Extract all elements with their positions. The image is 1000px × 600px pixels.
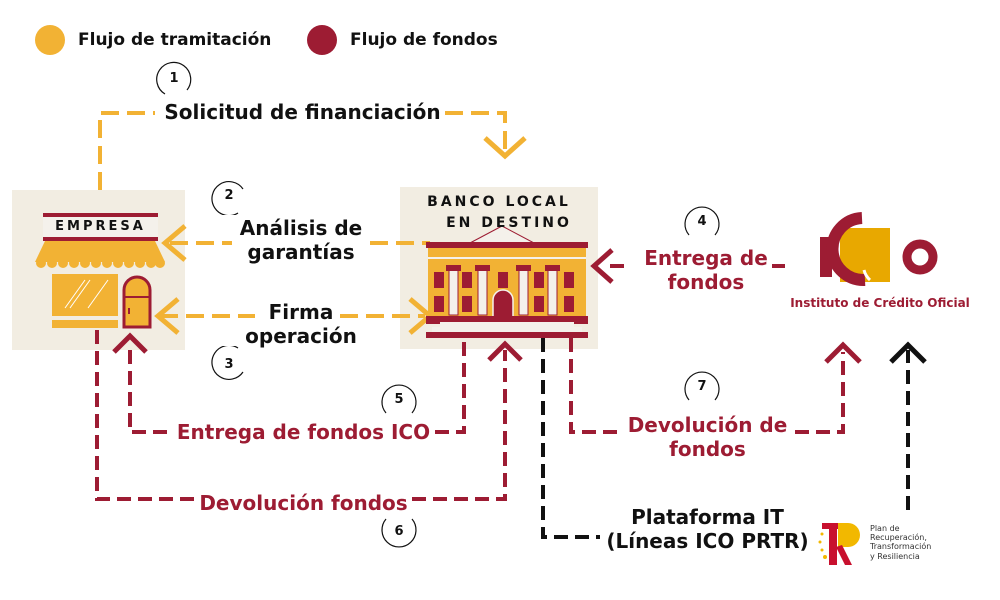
prtr-line3: Transformación bbox=[870, 542, 932, 552]
prtr-line2: Recuperación, bbox=[870, 533, 927, 543]
step-5-label: Entrega de fondos ICO bbox=[176, 420, 431, 444]
legend-dot-funds bbox=[307, 25, 337, 55]
legend-label-process: Flujo de tramitación bbox=[78, 30, 272, 50]
step-badge-3: 3 bbox=[210, 346, 248, 384]
arrowhead-step-1 bbox=[483, 136, 527, 160]
step-badge-5: 5 bbox=[380, 381, 418, 419]
empresa-label: EMPRESA bbox=[55, 219, 146, 234]
arrow-step-5 bbox=[128, 338, 466, 434]
step-3-line2: operación bbox=[245, 324, 357, 348]
step-badge-4: 4 bbox=[683, 203, 721, 241]
step-badge-7: 7 bbox=[683, 368, 721, 406]
arrow-step-1 bbox=[98, 111, 507, 190]
step-3-label: Firma operación bbox=[232, 300, 370, 348]
arrowhead-step-2 bbox=[161, 224, 187, 262]
banco-label-line1: BANCO LOCAL bbox=[427, 194, 571, 210]
bank-building-icon bbox=[426, 225, 588, 338]
step-2-label: Análisis de garantías bbox=[232, 216, 370, 264]
step-4-line2: fondos bbox=[667, 270, 745, 294]
step-2-line2: garantías bbox=[247, 240, 355, 264]
step-3-line1: Firma bbox=[268, 300, 334, 324]
step-badge-1: 1 bbox=[155, 60, 193, 98]
ico-logo bbox=[820, 212, 938, 287]
legend-label-funds: Flujo de fondos bbox=[350, 30, 498, 50]
step-badge-6: 6 bbox=[380, 513, 418, 551]
prtr-line4: y Resiliencia bbox=[870, 551, 920, 561]
platform-line2: (Líneas ICO PRTR) bbox=[606, 529, 809, 553]
arrowhead-step-6 bbox=[487, 340, 523, 362]
legend-dot-process bbox=[35, 25, 65, 55]
step-4-label: Entrega de fondos bbox=[636, 246, 776, 294]
arrow-it-platform bbox=[541, 338, 910, 539]
step-7-label: Devolución de fondos bbox=[620, 413, 795, 461]
arrow-step-7 bbox=[569, 338, 845, 434]
step-4-line1: Entrega de bbox=[644, 246, 768, 270]
arrowhead-it-platform bbox=[889, 341, 927, 364]
ico-subtitle: Instituto de Crédito Oficial bbox=[790, 296, 970, 310]
step-7-line2: fondos bbox=[669, 437, 746, 461]
arrow-step-6 bbox=[95, 330, 507, 501]
step-1-label: Solicitud de financiación bbox=[164, 100, 441, 124]
banco-label-line2: EN DESTINO bbox=[446, 215, 572, 231]
platform-line1: Plataforma IT bbox=[631, 505, 784, 529]
arrowhead-step-7 bbox=[824, 341, 862, 364]
prtr-logo bbox=[818, 523, 860, 565]
prtr-line1: Plan de bbox=[870, 524, 900, 533]
store-icon bbox=[35, 213, 165, 329]
arrowhead-step-5 bbox=[112, 332, 148, 354]
prtr-text: Plan de Recuperación, Transformación y R… bbox=[870, 524, 931, 561]
step-badge-2: 2 bbox=[210, 177, 248, 215]
step-2-line1: Análisis de bbox=[239, 216, 363, 240]
arrowhead-step-3-left bbox=[154, 297, 180, 335]
platform-label: Plataforma IT (Líneas ICO PRTR) bbox=[600, 505, 815, 553]
arrowhead-step-4 bbox=[590, 248, 614, 284]
step-7-line1: Devolución de bbox=[627, 413, 788, 437]
step-6-label: Devolución fondos bbox=[199, 491, 408, 515]
